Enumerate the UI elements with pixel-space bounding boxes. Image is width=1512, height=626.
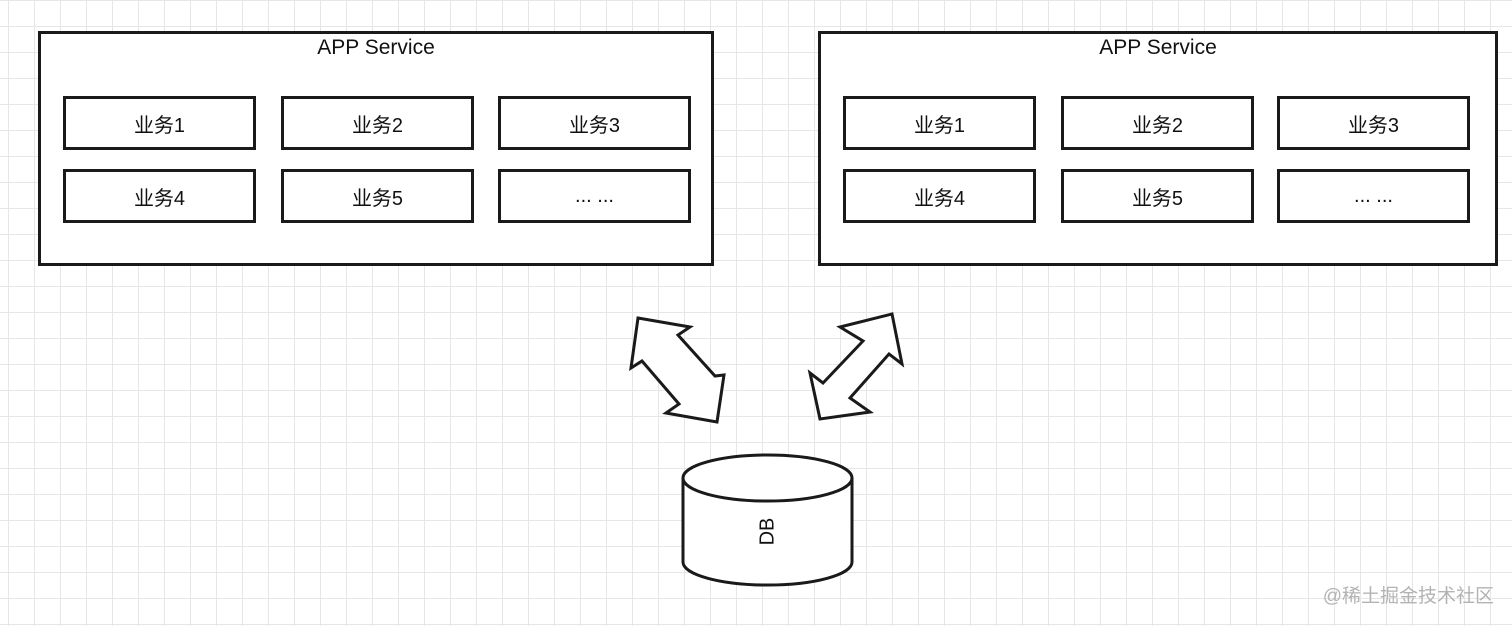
business-box-2: 业务2 bbox=[1061, 96, 1254, 150]
business-box-2: 业务2 bbox=[281, 96, 474, 150]
business-box-4: 业务4 bbox=[843, 169, 1036, 223]
watermark: @稀土掘金技术社区 bbox=[1322, 586, 1494, 607]
service-title: APP Service bbox=[317, 36, 435, 59]
database-cylinder-icon bbox=[681, 453, 854, 587]
app-service-left: APP Service 业务1 业务2 业务3 业务4 业务5 ... ... bbox=[38, 31, 714, 266]
double-arrow-right-icon bbox=[807, 312, 905, 421]
business-box-3: 业务3 bbox=[1277, 96, 1470, 150]
business-box-1: 业务1 bbox=[63, 96, 256, 150]
business-box-1: 业务1 bbox=[843, 96, 1036, 150]
app-service-right: APP Service 业务1 业务2 业务3 业务4 业务5 ... ... bbox=[818, 31, 1498, 266]
business-box-more: ... ... bbox=[498, 169, 691, 223]
business-box-5: 业务5 bbox=[1061, 169, 1254, 223]
business-box-5: 业务5 bbox=[281, 169, 474, 223]
double-arrow-left-icon bbox=[629, 316, 726, 424]
business-box-3: 业务3 bbox=[498, 96, 691, 150]
business-box-more: ... ... bbox=[1277, 169, 1470, 223]
service-title: APP Service bbox=[1099, 36, 1217, 59]
business-box-4: 业务4 bbox=[63, 169, 256, 223]
